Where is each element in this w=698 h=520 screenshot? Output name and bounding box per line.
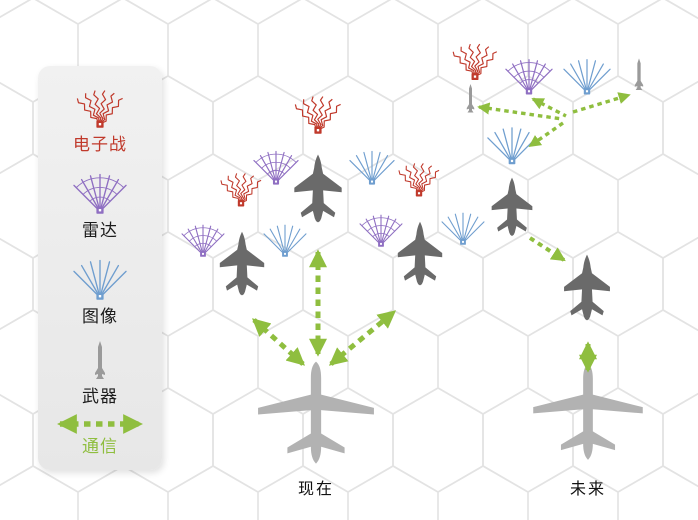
fighter-jet-icon (219, 231, 265, 296)
comm-links-present (251, 249, 397, 366)
transport-aircraft-icon (258, 361, 374, 464)
radar-fan-icon (253, 150, 299, 186)
transport-aircraft-icon (533, 363, 643, 460)
ew-jamming-fan-icon (75, 89, 125, 129)
comm-link-arrow (531, 97, 567, 118)
radar-fan-icon (505, 59, 553, 96)
comm-link-arrow (477, 102, 563, 121)
weapon-missile-icon (634, 58, 644, 90)
radar-fan-icon (359, 214, 403, 248)
radar-fan-icon (181, 224, 225, 258)
ew-jamming-fan-icon (293, 95, 343, 135)
weapon-missile-icon (95, 341, 105, 379)
radar-fan-icon (73, 173, 127, 215)
comm-link-arrow (528, 236, 566, 262)
comm-link-arrow (528, 121, 564, 148)
comm-link-arrow (572, 92, 631, 114)
imaging-fan-icon (563, 59, 611, 96)
imaging-fan-icon (263, 224, 307, 258)
comm-link-arrow (328, 310, 397, 366)
imaging-fan-icon (349, 150, 395, 186)
imaging-fan-icon (73, 259, 127, 301)
imaging-fan-icon (487, 127, 537, 165)
comm-links-future (477, 92, 631, 373)
comm-link-arrow (251, 318, 306, 366)
ew-jamming-fan-icon (451, 43, 499, 81)
fighter-jet-icon (564, 254, 610, 321)
weapon-missile-icon (466, 84, 475, 113)
ew-jamming-fan-icon (397, 162, 441, 197)
fighter-jet-icon (294, 154, 342, 223)
fighter-jet-icon (491, 177, 533, 236)
imaging-fan-icon (441, 212, 485, 246)
ew-jamming-fan-icon (219, 172, 263, 207)
fighter-jet-icon (397, 221, 443, 286)
